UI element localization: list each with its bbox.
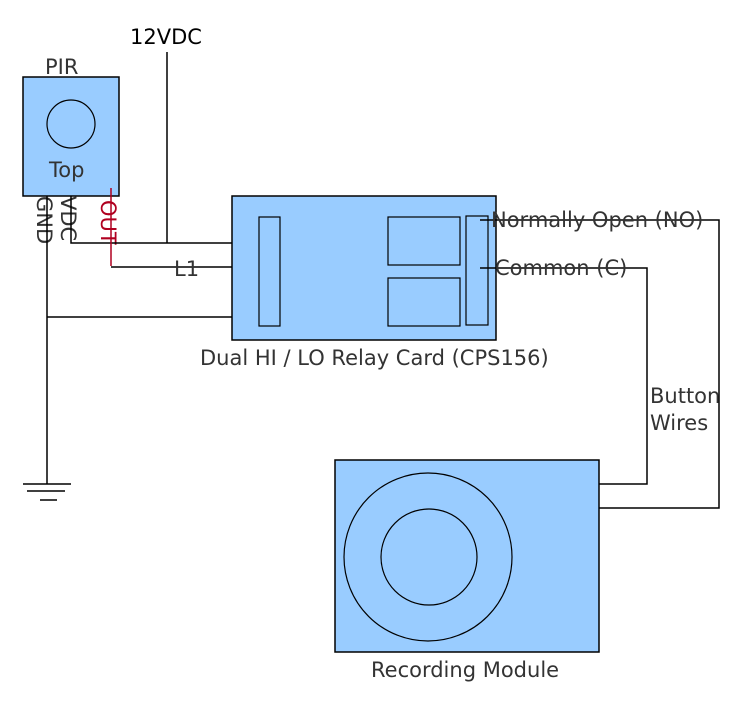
pir-vdc-label: VDC <box>56 196 80 241</box>
relay-2 <box>387 277 461 327</box>
recording-module <box>334 459 600 653</box>
l1-label: L1 <box>174 257 199 281</box>
relay-output-terminal <box>465 215 489 326</box>
relay-input-terminal <box>258 216 281 327</box>
pir-sensor: Top <box>22 76 120 197</box>
no-wire <box>480 219 720 509</box>
relay-card <box>231 195 497 341</box>
relay-body <box>231 195 497 341</box>
relay-1 <box>387 216 461 266</box>
button-wires-label-2: Wires <box>650 411 708 435</box>
speaker-inner-icon <box>380 508 478 606</box>
common-wire <box>480 267 648 485</box>
speaker-outer-icon <box>343 472 513 642</box>
vdc-wire <box>70 196 263 244</box>
pir-top-label: Top <box>48 158 84 182</box>
no-label: Normally Open (NO) <box>491 208 703 232</box>
recording-module-body <box>334 459 600 653</box>
pir-title: PIR <box>45 55 78 79</box>
common-label: Common (C) <box>495 256 627 280</box>
supply-label: 12VDC <box>130 25 202 49</box>
ground-icon <box>23 483 71 501</box>
relay-title: Dual HI / LO Relay Card (CPS156) <box>200 346 549 370</box>
pir-out-label: OUT <box>96 200 120 245</box>
pir-lens <box>46 99 96 149</box>
recording-module-label: Recording Module <box>371 658 559 682</box>
button-wires-label-1: Button <box>650 384 720 408</box>
pir-gnd-label: GND <box>32 196 56 244</box>
